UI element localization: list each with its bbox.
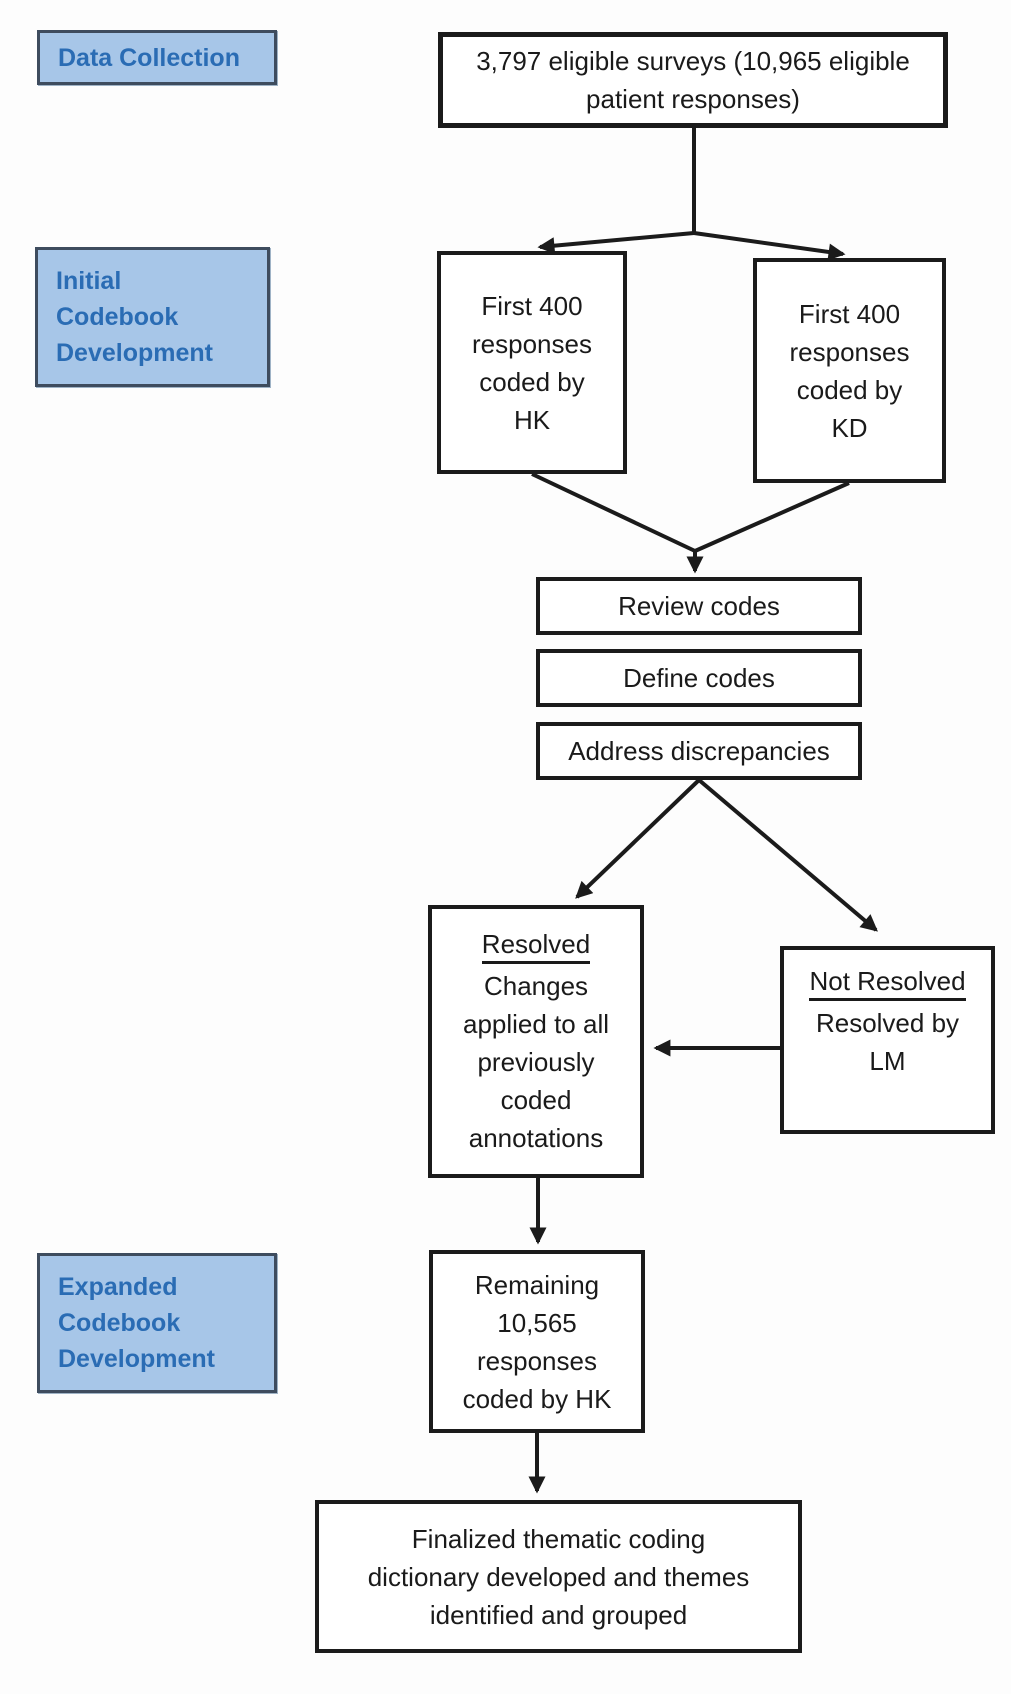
node-resolved-body: Changes applied to all previously coded … xyxy=(463,970,609,1153)
arrow-address-to-resolved xyxy=(575,778,701,899)
stage-label-initial-codebook: Initial Codebook Development xyxy=(35,247,270,387)
node-finalized-dictionary: Finalized thematic coding dictionary dev… xyxy=(315,1500,802,1653)
line-kd-converge xyxy=(694,481,850,553)
node-not-resolved-body: Resolved by LM xyxy=(815,1008,960,1076)
node-address-discrepancies: Address discrepancies xyxy=(536,722,862,780)
node-not-resolved-title: Not Resolved xyxy=(809,964,966,1001)
stage-label-expanded-codebook: Expanded Codebook Development xyxy=(37,1253,277,1393)
node-eligible-surveys: 3,797 eligible surveys (10,965 eligible … xyxy=(438,32,948,128)
arrow-address-to-notresolved xyxy=(697,778,878,932)
arrow-split-to-hk xyxy=(537,231,695,255)
line-hk-converge xyxy=(531,472,696,553)
node-resolved: Resolved Changes applied to all previous… xyxy=(428,905,644,1178)
node-review-codes: Review codes xyxy=(536,577,862,635)
node-coded-by-hk: First 400 responses coded by HK xyxy=(437,251,627,474)
node-not-resolved: Not Resolved Resolved by LM xyxy=(780,946,995,1134)
arrow-split-to-kd xyxy=(693,231,846,261)
stage-label-data-collection: Data Collection xyxy=(37,30,277,85)
node-define-codes: Define codes xyxy=(536,649,862,707)
node-coded-by-kd: First 400 responses coded by KD xyxy=(753,258,946,483)
node-remaining-responses: Remaining 10,565 responses coded by HK xyxy=(429,1250,645,1433)
node-resolved-title: Resolved xyxy=(481,927,591,964)
